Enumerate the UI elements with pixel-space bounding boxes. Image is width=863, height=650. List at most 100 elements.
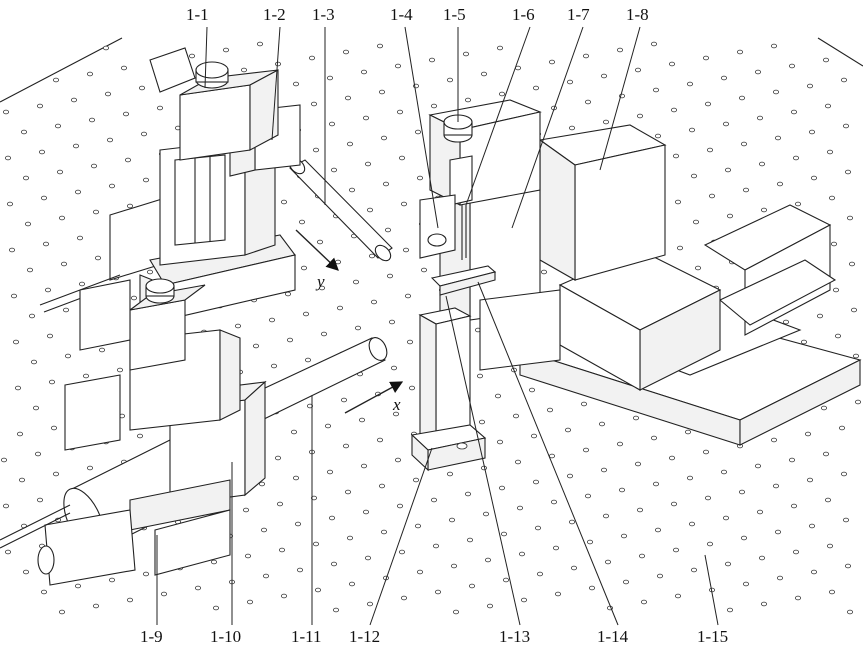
- table-hole: [109, 578, 114, 582]
- table-hole: [839, 426, 844, 430]
- table-hole: [533, 86, 538, 90]
- table-hole: [537, 572, 542, 576]
- table-hole: [301, 266, 306, 270]
- table-hole: [19, 478, 24, 482]
- table-hole: [845, 564, 850, 568]
- table-hole: [723, 122, 728, 126]
- table-hole: [789, 458, 794, 462]
- table-hole: [13, 340, 18, 344]
- table-hole: [399, 156, 404, 160]
- table-hole: [415, 130, 420, 134]
- table-hole: [59, 610, 64, 614]
- table-hole: [809, 130, 814, 134]
- table-hole: [377, 438, 382, 442]
- table-hole: [51, 426, 56, 430]
- table-hole: [549, 454, 554, 458]
- table-hole: [363, 116, 368, 120]
- table-hole: [755, 70, 760, 74]
- table-hole: [309, 56, 314, 60]
- table-hole: [331, 168, 336, 172]
- table-hole: [87, 466, 92, 470]
- table-hole: [281, 200, 286, 204]
- table-hole: [89, 118, 94, 122]
- table-hole: [793, 550, 798, 554]
- table-hole: [691, 568, 696, 572]
- table-hole: [483, 512, 488, 516]
- table-hole: [125, 158, 130, 162]
- table-hole: [297, 568, 302, 572]
- table-hole: [757, 510, 762, 514]
- table-hole: [727, 608, 732, 612]
- table-hole: [817, 314, 822, 318]
- table-hole: [639, 554, 644, 558]
- table-hole: [293, 476, 298, 480]
- table-hole: [271, 364, 276, 368]
- table-hole: [245, 554, 250, 558]
- table-hole: [499, 486, 504, 490]
- table-hole: [269, 318, 274, 322]
- table-hole: [673, 548, 678, 552]
- table-hole: [415, 524, 420, 528]
- table-hole: [329, 516, 334, 520]
- table-hole: [535, 526, 540, 530]
- table-hole: [5, 156, 10, 160]
- table-hole: [555, 592, 560, 596]
- table-hole: [313, 542, 318, 546]
- table-hole: [291, 430, 296, 434]
- table-hole: [811, 176, 816, 180]
- table-hole: [673, 154, 678, 158]
- table-hole: [247, 600, 252, 604]
- table-hole: [487, 604, 492, 608]
- table-hole: [59, 216, 64, 220]
- table-hole: [791, 110, 796, 114]
- table-hole: [725, 562, 730, 566]
- table-hole: [669, 456, 674, 460]
- table-hole: [691, 174, 696, 178]
- table-hole: [413, 478, 418, 482]
- table-hole: [633, 416, 638, 420]
- table-hole: [551, 500, 556, 504]
- table-hole: [253, 344, 258, 348]
- table-hole: [71, 98, 76, 102]
- table-hole: [569, 520, 574, 524]
- table-hole: [721, 470, 726, 474]
- table-hole: [761, 602, 766, 606]
- table-hole: [497, 440, 502, 444]
- table-hole: [23, 570, 28, 574]
- table-hole: [347, 536, 352, 540]
- table-hole: [211, 560, 216, 564]
- table-hole: [61, 262, 66, 266]
- table-hole: [811, 570, 816, 574]
- table-hole: [847, 216, 852, 220]
- table-hole: [1, 458, 6, 462]
- table-hole: [345, 490, 350, 494]
- table-hole: [687, 476, 692, 480]
- table-hole: [835, 334, 840, 338]
- table-hole: [669, 62, 674, 66]
- table-hole: [131, 296, 136, 300]
- table-hole: [353, 280, 358, 284]
- table-hole: [335, 260, 340, 264]
- table-hole: [757, 116, 762, 120]
- table-hole: [141, 132, 146, 136]
- label-1-3: 1-3: [312, 5, 335, 24]
- table-hole: [127, 598, 132, 602]
- table-hole: [675, 594, 680, 598]
- table-hole: [315, 588, 320, 592]
- table-hole: [7, 202, 12, 206]
- table-hole: [821, 406, 826, 410]
- table-hole: [449, 518, 454, 522]
- table-hole: [9, 248, 14, 252]
- table-hole: [343, 50, 348, 54]
- table-hole: [195, 586, 200, 590]
- table-hole: [143, 178, 148, 182]
- table-hole: [73, 144, 78, 148]
- table-hole: [213, 606, 218, 610]
- table-hole: [843, 518, 848, 522]
- table-hole: [739, 490, 744, 494]
- table-hole: [685, 430, 690, 434]
- table-hole: [107, 138, 112, 142]
- table-hole: [841, 78, 846, 82]
- table-hole: [485, 558, 490, 562]
- table-hole: [103, 46, 108, 50]
